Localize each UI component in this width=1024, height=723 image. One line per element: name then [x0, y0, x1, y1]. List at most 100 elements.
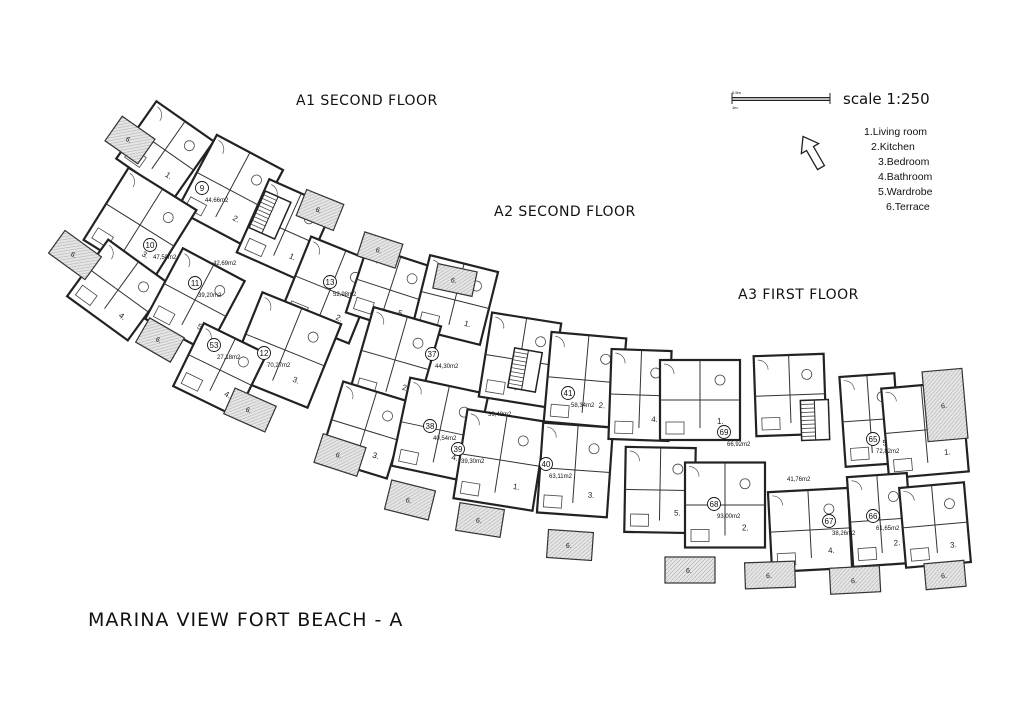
- terrace: 6.: [828, 565, 882, 595]
- unit-area: 58,34m2: [571, 403, 595, 409]
- unit-area: 39,20m2: [198, 293, 222, 299]
- corridor-area: 41,76m2: [787, 477, 811, 483]
- apartment-block: 5.: [623, 445, 697, 535]
- unit-tag: 12 70,27m2: [257, 346, 291, 369]
- unit-number: 53: [210, 341, 219, 350]
- unit-number: 68: [710, 500, 719, 509]
- terrace-number-label: 6.: [450, 277, 457, 285]
- terrace: 6.: [743, 560, 797, 590]
- unit-area: 72,82m2: [876, 449, 900, 455]
- unit-tag: 37 44,30m2: [425, 347, 459, 370]
- unit-area: 61,65m2: [876, 526, 900, 532]
- apartment-block: 1.: [658, 358, 742, 442]
- apartment-block: 3.: [535, 421, 615, 519]
- terrace-number-label: 6.: [244, 407, 252, 416]
- unit-tag: 40 63,11m2: [539, 457, 573, 480]
- scale-bar-bottom-label: 1m: [732, 105, 738, 110]
- terrace: 6.: [432, 262, 478, 298]
- section-label-a3: A3 FIRST FLOOR: [738, 287, 859, 303]
- scale-label: scale 1:250: [843, 90, 930, 108]
- room-number-label: 5.: [674, 509, 681, 518]
- terrace: 6.: [545, 528, 595, 562]
- terrace-number-label: 6.: [686, 568, 692, 575]
- room-number-label: 3.: [950, 540, 957, 550]
- terrace: 6.: [664, 556, 716, 584]
- apartment-block: 2.: [683, 461, 767, 549]
- unit-tag: 944,66m2: [195, 181, 229, 204]
- room-legend: 1.Living room 2.Kitchen 3.Bedroom 4.Bath…: [864, 125, 932, 215]
- legend-item: 5.Wardrobe: [878, 186, 933, 198]
- stair-core: [506, 347, 544, 393]
- room-number-label: 2.: [742, 523, 749, 532]
- terrace-number-label: 6.: [941, 573, 947, 580]
- room-number-label: 2.: [334, 313, 344, 324]
- room-number-label: 2.: [231, 214, 241, 225]
- room-number-label: 4.: [117, 311, 128, 322]
- unit-number: 11: [191, 279, 200, 288]
- legend-item: 6.Terrace: [886, 201, 930, 213]
- building-plan: 1.2.3.4.5.1.2.3.4.5.1.2.3.4.5.1.2.3.4.5.…: [47, 99, 973, 595]
- unit-area: 93,00m2: [717, 514, 741, 520]
- unit-tag: 69 66,92m2: [717, 425, 751, 448]
- terrace-number-label: 6.: [766, 573, 772, 580]
- room-number-label: 1.: [512, 482, 520, 492]
- unit-number: 69: [720, 428, 729, 437]
- unit-number: 40: [542, 460, 551, 469]
- terrace: 6.: [383, 479, 437, 521]
- unit-number: 13: [326, 278, 335, 287]
- unit-tag: 38 40,54m2: [423, 419, 457, 442]
- room-number-label: 3.: [371, 450, 380, 461]
- unit-area: 44,30m2: [435, 364, 459, 370]
- room-number-label: 5.: [397, 308, 406, 319]
- legend-item: 1.Living room: [864, 126, 928, 138]
- room-number-label: 1.: [163, 170, 174, 181]
- unit-number: 65: [869, 435, 878, 444]
- room-number-label: 4.: [223, 389, 233, 400]
- terrace-number-label: 6.: [405, 497, 412, 505]
- corridor-area: 42,69m2: [213, 261, 237, 267]
- corridor-area: 39,49m2: [488, 412, 512, 418]
- room-number-label: 2.: [598, 401, 605, 411]
- terrace-number-label: 6.: [69, 251, 78, 260]
- terrace-number-label: 6.: [124, 136, 133, 145]
- room-number-label: 3.: [140, 249, 150, 260]
- unit-tag: 65 72,82m2: [866, 432, 900, 455]
- unit-area: 70,27m2: [267, 363, 291, 369]
- terrace: 6.: [454, 501, 506, 539]
- scale-bar-top-label: 0.5m: [732, 90, 742, 95]
- apartment-block: 2.: [845, 471, 915, 569]
- apartment-block: 1.: [452, 408, 548, 512]
- terrace: 6.: [134, 317, 186, 363]
- terrace: 6.: [295, 188, 345, 232]
- room-number-label: 4.: [451, 453, 459, 463]
- terrace-number-label: 6.: [851, 578, 857, 585]
- stair-core: [799, 398, 831, 442]
- apartment-block: 2.: [542, 330, 628, 430]
- unit-area: 40,54m2: [433, 436, 457, 442]
- terrace-number-label: 6.: [154, 336, 163, 345]
- room-number-label: 4.: [828, 546, 835, 555]
- unit-tag: 41 58,34m2: [561, 386, 595, 409]
- room-number-label: 3.: [587, 490, 594, 499]
- unit-number: 37: [428, 350, 437, 359]
- unit-tags: 944,66m21047,50m21139,20m21270,27m21352,…: [143, 181, 900, 537]
- section-label-a2: A2 SECOND FLOOR: [494, 204, 636, 220]
- terrace-number-label: 6.: [375, 247, 383, 255]
- unit-number: 12: [260, 349, 269, 358]
- room-number-label: 1.: [288, 251, 298, 262]
- unit-number: 41: [564, 389, 573, 398]
- unit-area: 39,30m2: [461, 459, 485, 465]
- north-arrow-icon: [800, 135, 826, 171]
- unit-area: 66,92m2: [727, 442, 751, 448]
- unit-number: 67: [825, 517, 834, 526]
- room-number-label: 3.: [291, 375, 301, 386]
- terrace: 6.: [47, 229, 103, 281]
- unit-number: 38: [426, 422, 435, 431]
- terrace: 6.: [222, 387, 278, 433]
- unit-area: 63,11m2: [549, 474, 573, 480]
